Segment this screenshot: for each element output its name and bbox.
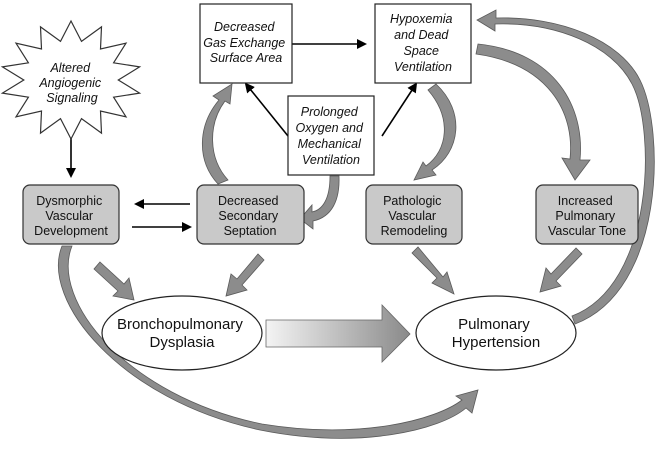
- angiogenic-label: Altered Angiogenic Signaling: [38, 61, 104, 105]
- arrow-bpd-to-ph-main: [265, 304, 411, 363]
- arrow-hypoxemia-to-remodeling: [413, 83, 457, 181]
- gas-exchange-box: [199, 3, 293, 84]
- dysmorphic-box: [22, 184, 120, 245]
- gas-exchange-label: Decreased Gas Exchange Surface Area: [203, 20, 288, 65]
- septation-label: Decreased Secondary Septation: [218, 194, 282, 238]
- hypoxemia-label: Hypoxemia and Dead Space Ventilation: [390, 12, 456, 74]
- remodeling-box: [365, 184, 463, 245]
- arrow-ph-to-hypoxemia-long: [476, 9, 655, 325]
- ph-ellipse: [415, 295, 577, 371]
- arrow-tone-to-ph: [539, 247, 583, 293]
- bpd-label: Bronchopulmonary Dysplasia: [117, 316, 247, 351]
- arrow-dysmorphic-to-ph-long: [57, 245, 479, 439]
- arrow-dysmorphic-to-bpd: [93, 261, 135, 301]
- arrow-oxygen-to-hypoxemia: [381, 82, 418, 137]
- arrow-oxygen-to-gas: [244, 82, 289, 137]
- hypoxemia-box: [374, 3, 472, 84]
- tone-box: [535, 184, 639, 245]
- tone-label: Increased Pulmonary Vascular Tone: [548, 194, 626, 238]
- arrow-remodeling-to-ph: [411, 246, 455, 295]
- bpd-ellipse: [101, 295, 263, 371]
- dysmorphic-label: Dysmorphic Vascular Development: [34, 194, 108, 238]
- oxygen-box: [287, 95, 375, 176]
- arrow-hypoxemia-to-tone: [475, 43, 591, 181]
- arrow-oxygen-to-septation: [299, 175, 340, 230]
- arrow-septation-to-bpd: [225, 253, 265, 297]
- remodeling-label: Pathologic Vascular Remodeling: [381, 194, 448, 238]
- ph-label: Pulmonary Hypertension: [452, 316, 540, 351]
- septation-box: [196, 184, 305, 245]
- arrow-septation-to-gas: [202, 83, 233, 185]
- oxygen-label: Prolonged Oxygen and Mechanical Ventilat…: [296, 105, 367, 167]
- angiogenic-star: [0, 19, 142, 141]
